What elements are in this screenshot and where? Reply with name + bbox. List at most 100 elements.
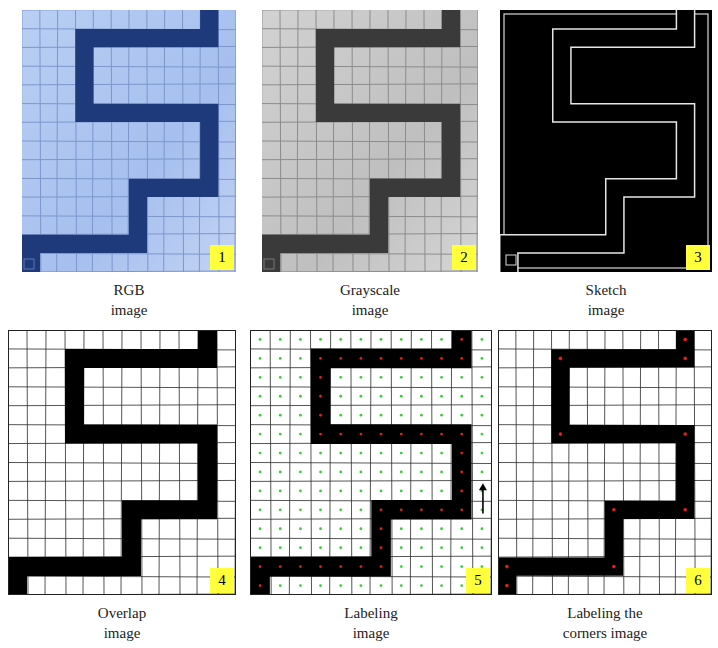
panel-ground xyxy=(500,10,712,272)
cell-dot xyxy=(259,376,262,379)
cell-dot xyxy=(380,508,383,511)
cell-dot xyxy=(259,527,262,530)
cell-dot xyxy=(400,471,403,474)
cell-dot xyxy=(279,376,282,379)
cell-dot xyxy=(339,471,342,474)
cell-dot xyxy=(380,546,383,549)
cell-dot xyxy=(299,471,302,474)
cell-dot xyxy=(360,489,363,492)
cell-dot xyxy=(440,565,443,568)
cell-dot xyxy=(339,584,342,587)
cell-dot xyxy=(319,433,322,436)
cell-dot xyxy=(460,546,463,549)
cell-dot xyxy=(440,471,443,474)
grid-lines xyxy=(262,10,478,272)
cell-dot xyxy=(380,527,383,530)
cell-dot xyxy=(380,584,383,587)
panel-number-text: 2 xyxy=(460,250,468,265)
panel-caption: Sketch image xyxy=(580,280,632,320)
cell-dot xyxy=(420,508,423,511)
cell-dot xyxy=(460,471,463,474)
cell-dot xyxy=(319,565,322,568)
cell-dot xyxy=(400,489,403,492)
cell-dot xyxy=(299,452,302,455)
cell-dot xyxy=(360,546,363,549)
cell-dot xyxy=(481,376,484,379)
cell-dot xyxy=(380,433,383,436)
cell-dot xyxy=(319,527,322,530)
cell-dot xyxy=(420,395,423,398)
cell-dot xyxy=(420,357,423,360)
grid-lines xyxy=(22,10,236,272)
cell-dot xyxy=(279,395,282,398)
grid-line xyxy=(351,330,352,595)
grid-lines xyxy=(498,330,712,595)
grid-line xyxy=(432,330,433,595)
cell-dot xyxy=(299,508,302,511)
cell-dot xyxy=(400,414,403,417)
cell-dot xyxy=(420,489,423,492)
panel-border xyxy=(499,331,712,595)
cell-dot xyxy=(400,452,403,455)
cell-dot xyxy=(400,376,403,379)
cell-dot xyxy=(460,376,463,379)
cell-dot xyxy=(360,565,363,568)
grid-line xyxy=(179,330,180,595)
cell-dot xyxy=(259,471,262,474)
panel-number: 6 xyxy=(686,568,710,593)
cell-dot xyxy=(380,489,383,492)
cell-dot xyxy=(360,414,363,417)
cell-dot xyxy=(481,452,484,455)
image-panel xyxy=(250,330,492,595)
cell-dot xyxy=(420,584,423,587)
cell-dot xyxy=(259,338,262,341)
sketch-fill xyxy=(509,16,686,267)
cell-dot xyxy=(420,546,423,549)
cell-dot xyxy=(299,376,302,379)
sketch-edge xyxy=(509,16,686,267)
grid-line xyxy=(659,330,660,595)
grid-line xyxy=(164,10,165,272)
cell-dot xyxy=(440,338,443,341)
cell-dot xyxy=(440,433,443,436)
cell-dot xyxy=(319,471,322,474)
cell-dot xyxy=(360,584,363,587)
cell-dot xyxy=(440,508,443,511)
grid-line xyxy=(424,10,425,272)
grid-lines xyxy=(250,330,492,595)
panel-number: 2 xyxy=(452,245,476,270)
grid-line xyxy=(22,66,236,67)
cell-dot xyxy=(481,357,484,360)
grid-line xyxy=(640,330,641,595)
cell-dot xyxy=(319,338,322,341)
corner-dot xyxy=(683,432,687,436)
cell-dot xyxy=(339,508,342,511)
grid-line xyxy=(22,84,236,85)
grid-line xyxy=(250,405,492,406)
cell-dot xyxy=(319,508,322,511)
cell-dot xyxy=(259,357,262,360)
direction-arrow xyxy=(482,489,484,513)
cell-dot xyxy=(460,433,463,436)
cell-dot xyxy=(420,527,423,530)
cell-dot xyxy=(259,433,262,436)
image-panel: Sketch image 3 xyxy=(500,10,712,326)
grid-line xyxy=(197,330,198,595)
cell-dot xyxy=(360,338,363,341)
cell-dot xyxy=(440,489,443,492)
corner-dot xyxy=(683,357,687,361)
cell-dot xyxy=(420,376,423,379)
cell-dot xyxy=(460,338,463,341)
cell-dot xyxy=(440,546,443,549)
grid-line xyxy=(250,538,492,539)
grid-line xyxy=(472,330,473,595)
panel-number: 3 xyxy=(686,245,710,270)
cell-dot xyxy=(279,433,282,436)
corner-mark xyxy=(264,259,274,269)
cell-dot xyxy=(420,452,423,455)
image-panel: RGB image1 xyxy=(22,10,236,326)
cell-dot xyxy=(481,338,484,341)
cell-dot xyxy=(259,395,262,398)
panel-number: 5 xyxy=(466,568,490,593)
grid-line xyxy=(451,330,452,595)
